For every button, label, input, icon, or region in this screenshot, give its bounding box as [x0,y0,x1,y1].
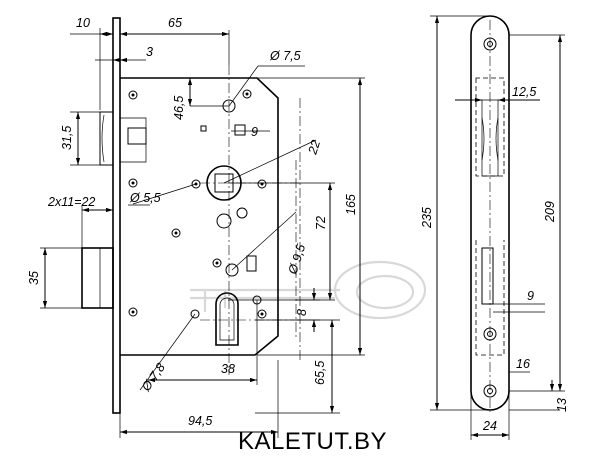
dim-8: 8 [295,309,309,316]
dim-diameter-5-5: Ø 5,5 [129,191,161,205]
dim-diameter-7-5: Ø 7,5 [269,49,301,63]
dim-22: 22 [305,138,323,157]
brand-watermark-text: KALETUT.BY [238,428,387,455]
dimension-lines [40,18,365,438]
dim-38: 38 [221,362,235,376]
dim-46-5: 46,5 [172,96,186,120]
dim-diameter-7-8: Ø 7,8 [138,361,168,395]
through-hole [216,213,232,229]
dim-65: 65 [168,16,182,30]
dim-94-5: 94,5 [188,414,212,428]
dim-12-5: 12,5 [512,85,536,99]
strike-plate-view [470,15,510,412]
dim-209: 209 [543,201,557,223]
cylinder-cutout [215,292,239,346]
dim-16: 16 [516,357,530,371]
watermark-key-logo [190,260,427,320]
dim-165: 165 [344,194,358,215]
dim-31-5: 31,5 [60,126,74,150]
dim-235: 235 [420,207,434,229]
dim-24: 24 [482,419,497,433]
dim-65-5: 65,5 [313,361,327,385]
deadbolt [81,247,114,309]
dim-diameter-9-5: Ø 9,5 [285,242,308,276]
dim-13: 13 [555,398,569,412]
strike-plate-dimensions [430,15,565,440]
front-plate [112,17,121,414]
dim-9-plate: 9 [527,289,534,303]
dim-9-square: 9 [251,125,258,139]
latch-block [99,111,114,166]
case-screws [128,89,267,319]
dim-2x11: 2x11=22 [47,195,95,209]
lock-case [120,77,279,356]
dim-72: 72 [314,216,328,230]
dim-35: 35 [27,271,41,285]
dim-10: 10 [76,16,90,30]
dim-3: 3 [146,45,153,59]
bolt-opening [481,247,494,305]
lock-body-view [81,17,301,414]
